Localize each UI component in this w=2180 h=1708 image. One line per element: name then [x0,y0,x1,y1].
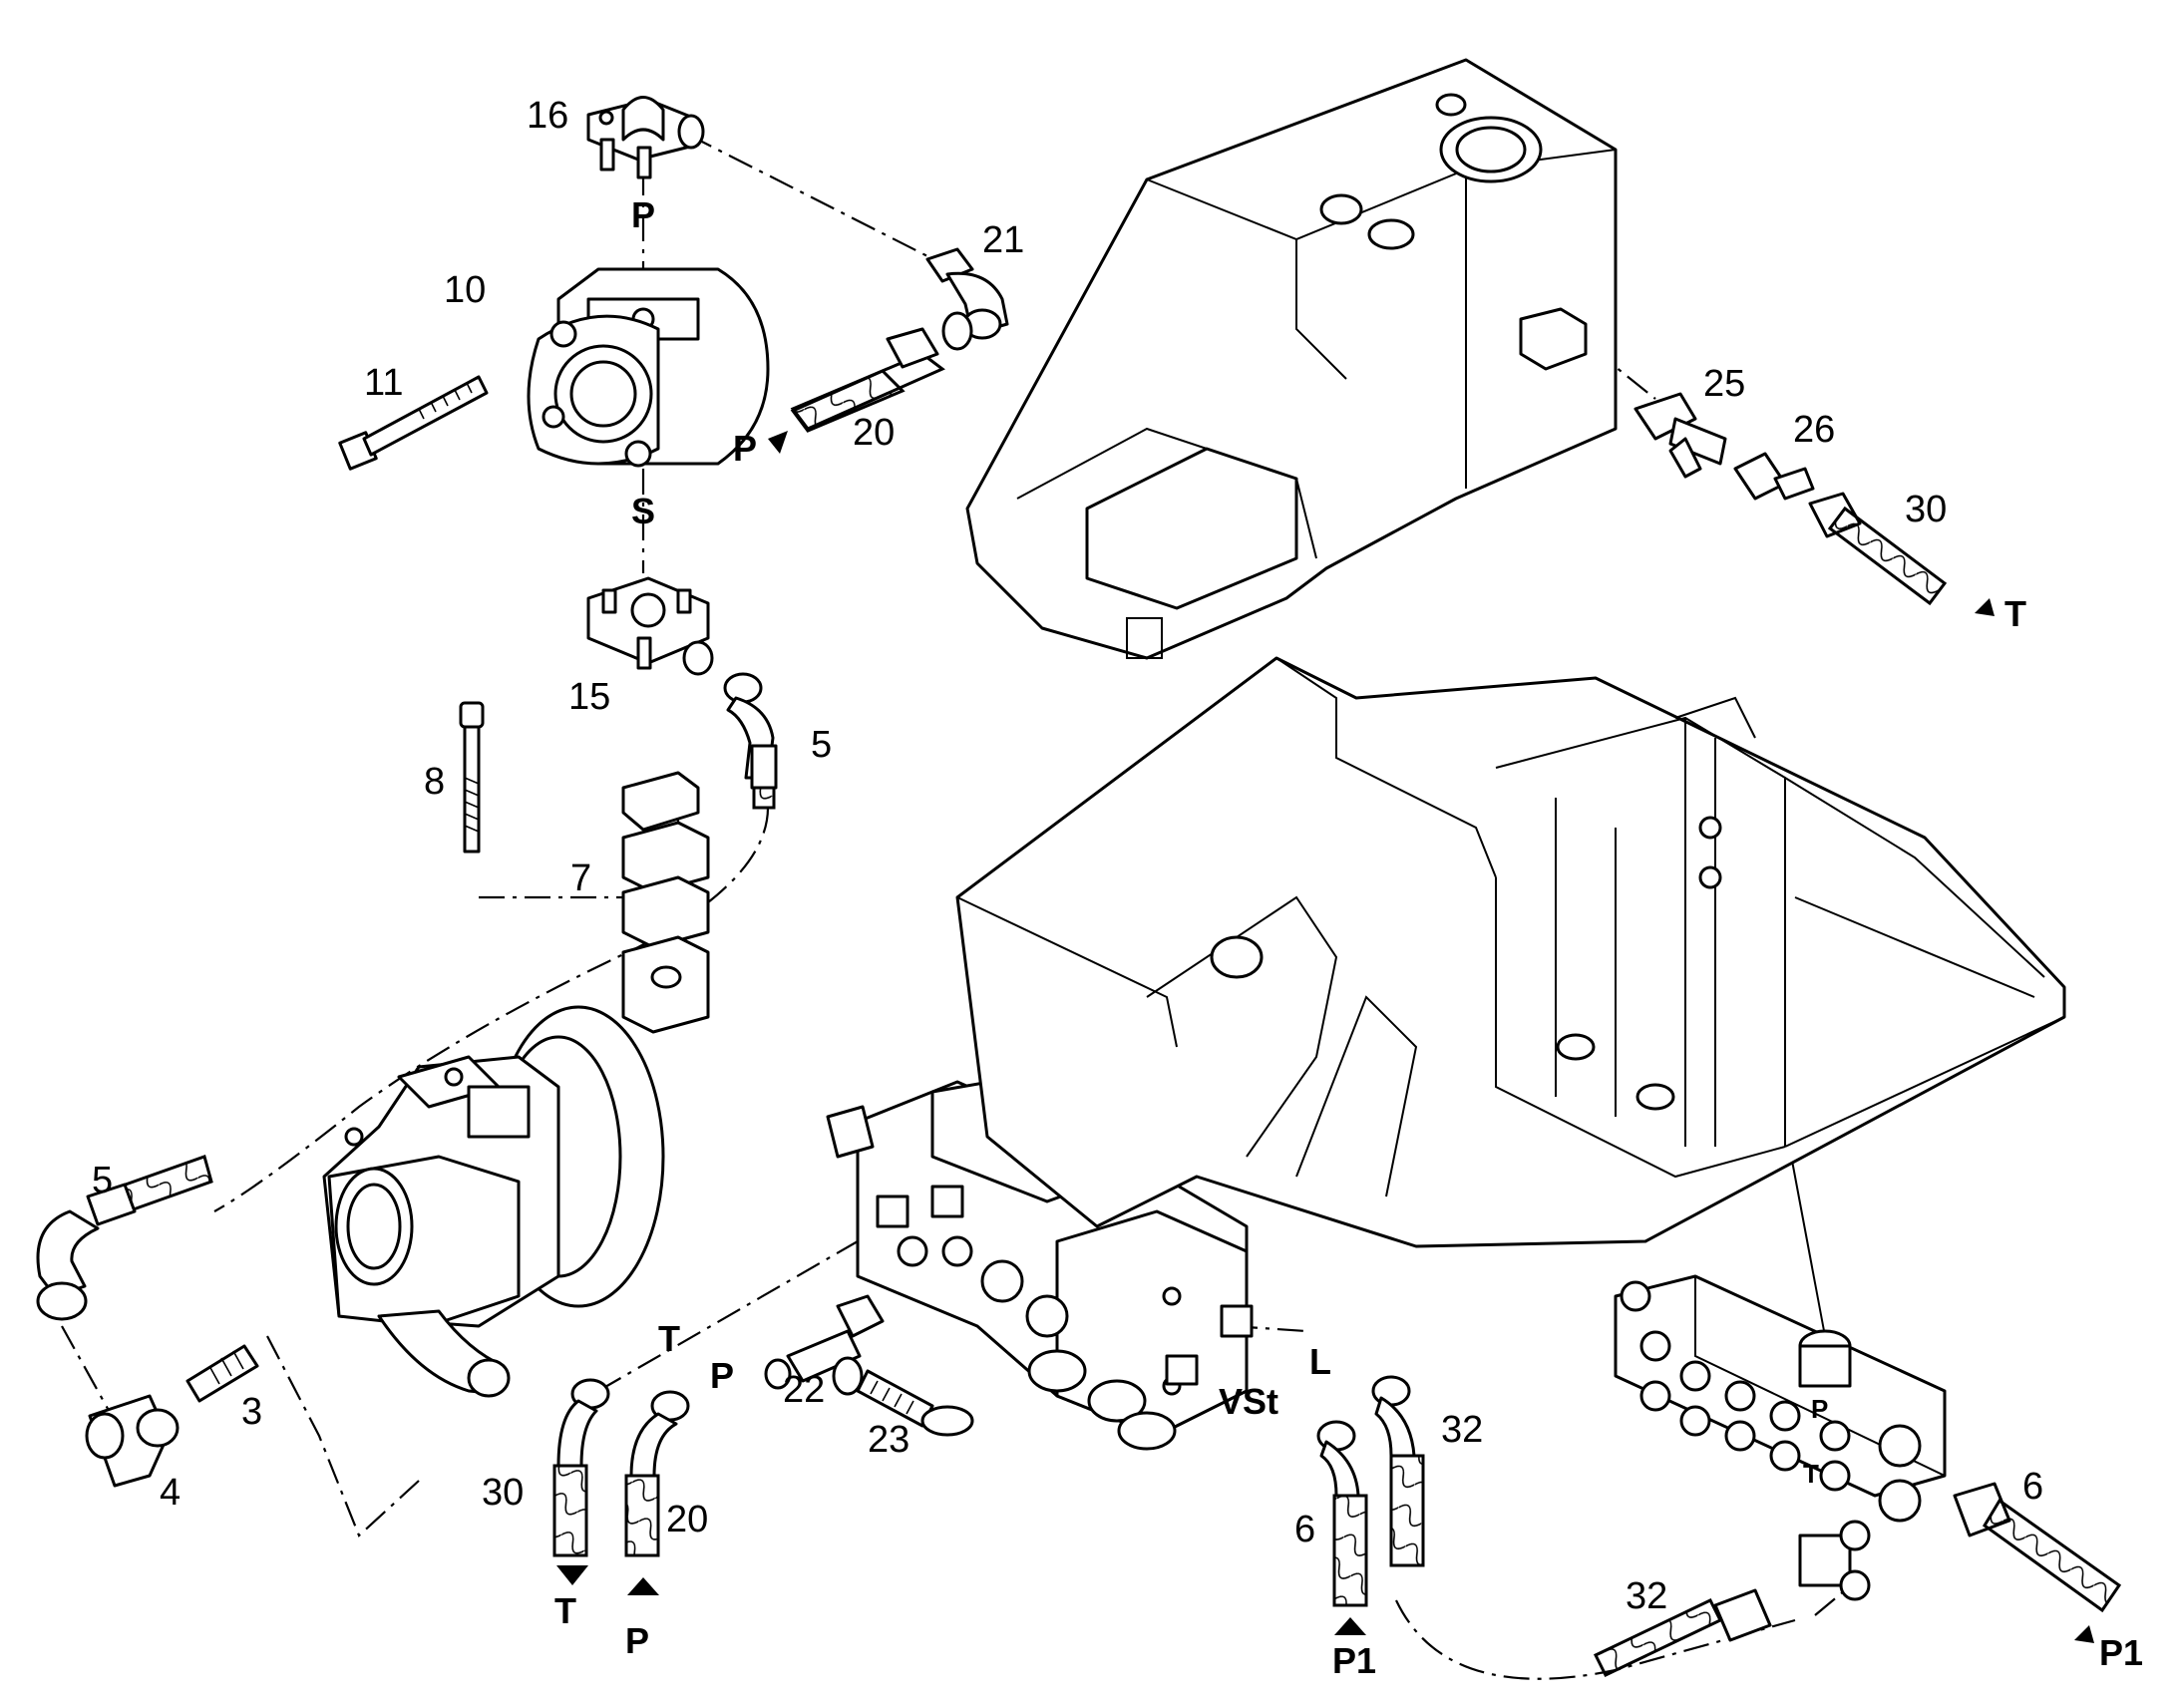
port-label-out-p1: P1 [1332,1640,1377,1681]
operator-cab [965,58,1618,660]
flow-arrow-icon [1334,1617,1366,1635]
callout-part-21: 21 [982,219,1025,261]
screw-8 [459,701,485,854]
hose-5-upper [723,672,778,810]
callout-part-10: 10 [444,269,487,311]
distribution-manifold [1614,1274,1947,1601]
callout-part-5-upper: 5 [811,724,833,766]
port-label-block-vst: VSt [1219,1381,1279,1422]
callout-part-16: 16 [527,95,569,137]
hydraulic-pump-10 [527,267,770,468]
callout-part-11: 11 [364,362,404,404]
port-label-manifold-pressure: P [1811,1394,1829,1424]
port-label-block-pressure: P [710,1355,735,1396]
flow-arrow-icon [2074,1625,2094,1643]
callout-part-3: 3 [241,1391,263,1433]
hose-6-right [1953,1482,2122,1613]
bolt-11 [338,375,489,471]
drive-motor-assembly [322,1005,665,1398]
port-label-pump-suction: S [631,491,656,531]
flow-arrows [556,431,2094,1643]
test-coupling-23 [856,1369,974,1437]
hose-20-lower [624,1390,690,1557]
port-label-block-tank: T [658,1318,680,1359]
callout-part-23: 23 [868,1419,910,1461]
hose-30-upper [1808,492,1948,606]
flow-arrow-icon [556,1565,588,1585]
callout-part-8: 8 [424,761,446,803]
callout-part-5-lower: 5 [92,1160,114,1201]
port-label-hose20-pressure: P [733,428,758,469]
elbow-fitting-4 [85,1394,180,1488]
callout-part-32-lower: 32 [1441,1409,1484,1451]
port-label-out-pressure: P [625,1620,650,1661]
port-label-out-tank: T [554,1590,576,1631]
fitting-25 [1634,392,1727,479]
clamp-7 [621,771,710,1034]
port-label-pump-pressure: P [631,194,656,235]
callout-part-30-upper: 30 [1905,489,1948,530]
callout-part-15: 15 [568,676,611,718]
callout-part-30-lower: 30 [482,1472,525,1514]
callout-part-22: 22 [783,1369,826,1411]
callout-part-20-lower: 20 [666,1499,709,1540]
callout-part-6-right: 6 [2022,1466,2044,1508]
hose-6-lower [1316,1420,1368,1607]
hose-32-lower [1371,1375,1425,1567]
fitting-3 [185,1344,259,1403]
machine-frame [955,656,2066,1248]
flow-arrow-icon [1975,598,1995,616]
callout-part-6-lower: 6 [1294,1509,1316,1550]
hose-30-lower [552,1378,610,1557]
hose-32-right [1593,1588,1772,1677]
hose-5-lower [36,1155,213,1321]
tee-fitting-22 [764,1294,885,1396]
callout-part-32-right: 32 [1626,1575,1668,1617]
flange-15 [586,576,714,676]
port-label-manifold-tank: T [1803,1459,1819,1489]
fitting-26 [1733,452,1815,501]
callout-part-20-upper: 20 [853,412,896,454]
pump-flange-16 [586,96,705,179]
port-label-block-leak: L [1309,1341,1331,1382]
callout-part-7: 7 [570,857,592,899]
port-label-manifold-p1: P1 [2099,1632,2144,1673]
elbow-fitting-21 [925,247,1009,351]
callout-part-25: 25 [1703,363,1746,405]
flow-arrow-icon [627,1577,659,1595]
port-label-hose30-tank: T [2004,593,2026,634]
hose-20-upper [790,327,945,433]
callout-part-26: 26 [1793,409,1836,451]
flow-arrow-icon [768,431,788,454]
callout-part-4: 4 [160,1472,182,1514]
